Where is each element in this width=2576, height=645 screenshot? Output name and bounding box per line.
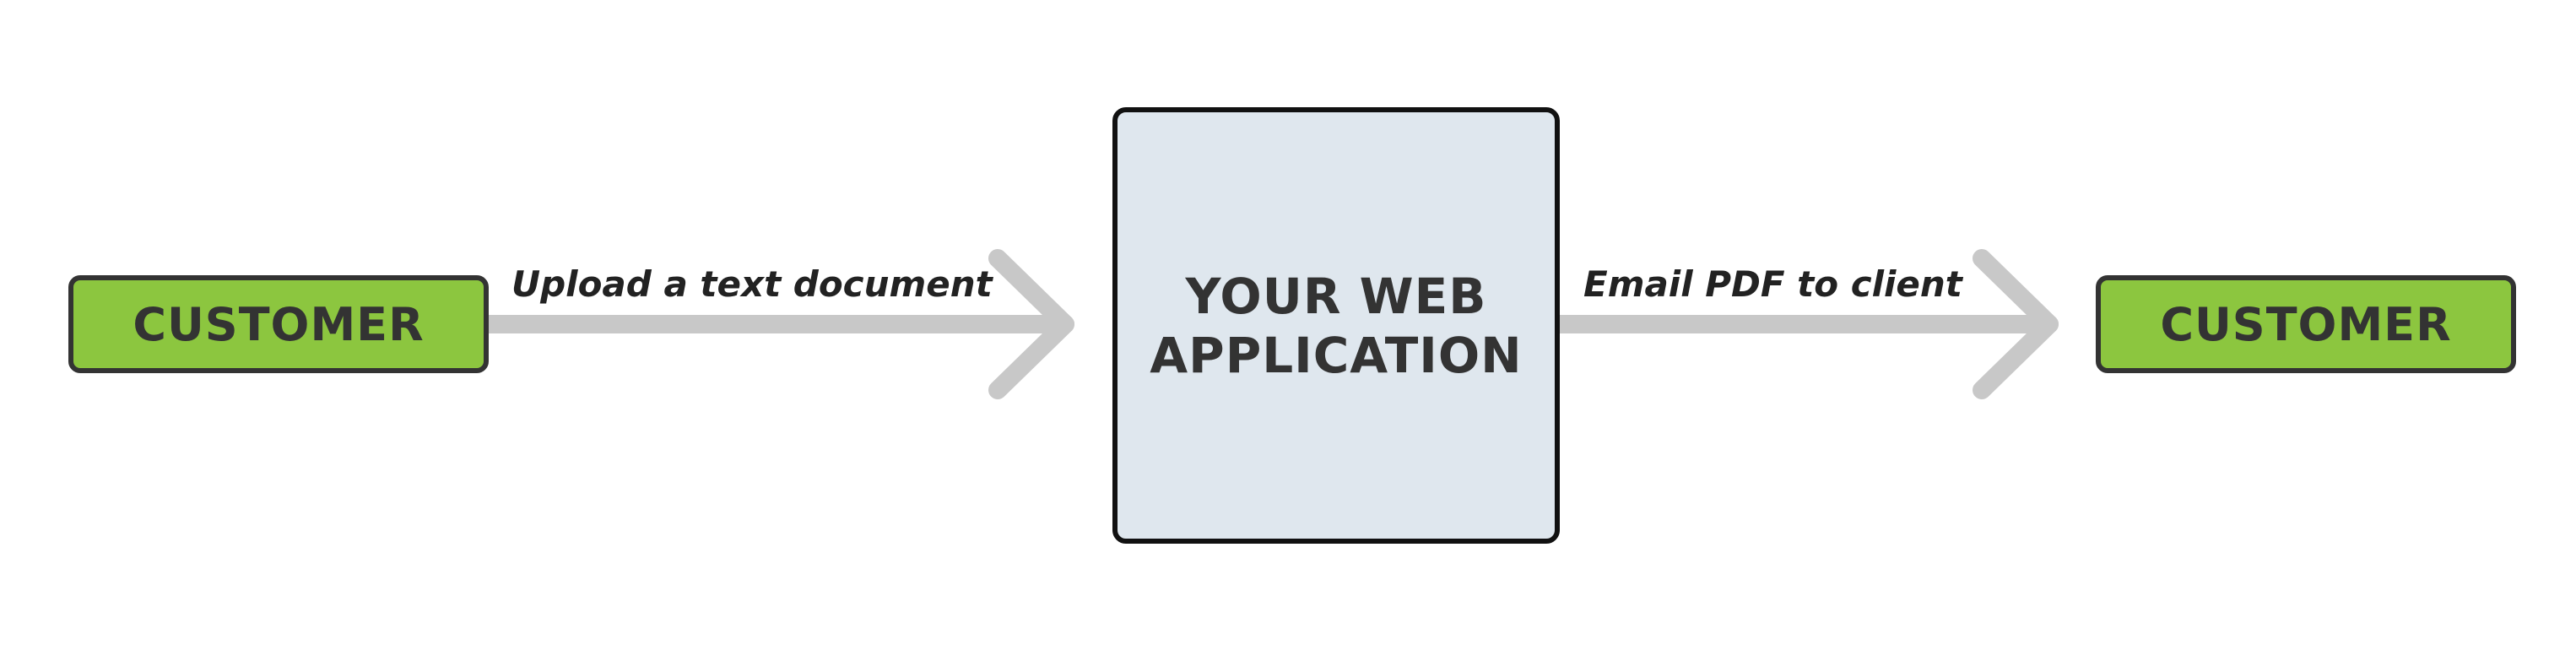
web-application-node: YOUR WEB APPLICATION (1112, 107, 1560, 544)
arrow-email (1550, 249, 2059, 399)
customer-right-label: CUSTOMER (2160, 297, 2452, 351)
customer-left-label: CUSTOMER (133, 297, 425, 351)
email-edge-label: Email PDF to client (1583, 263, 1962, 305)
upload-edge-label: Upload a text document (511, 263, 993, 305)
web-app-label-line1: YOUR WEB (1185, 267, 1487, 325)
customer-node-right: CUSTOMER (2096, 275, 2516, 373)
arrow-upload (479, 249, 1074, 399)
web-app-label-line2: APPLICATION (1150, 326, 1523, 384)
customer-node-left: CUSTOMER (68, 275, 489, 373)
